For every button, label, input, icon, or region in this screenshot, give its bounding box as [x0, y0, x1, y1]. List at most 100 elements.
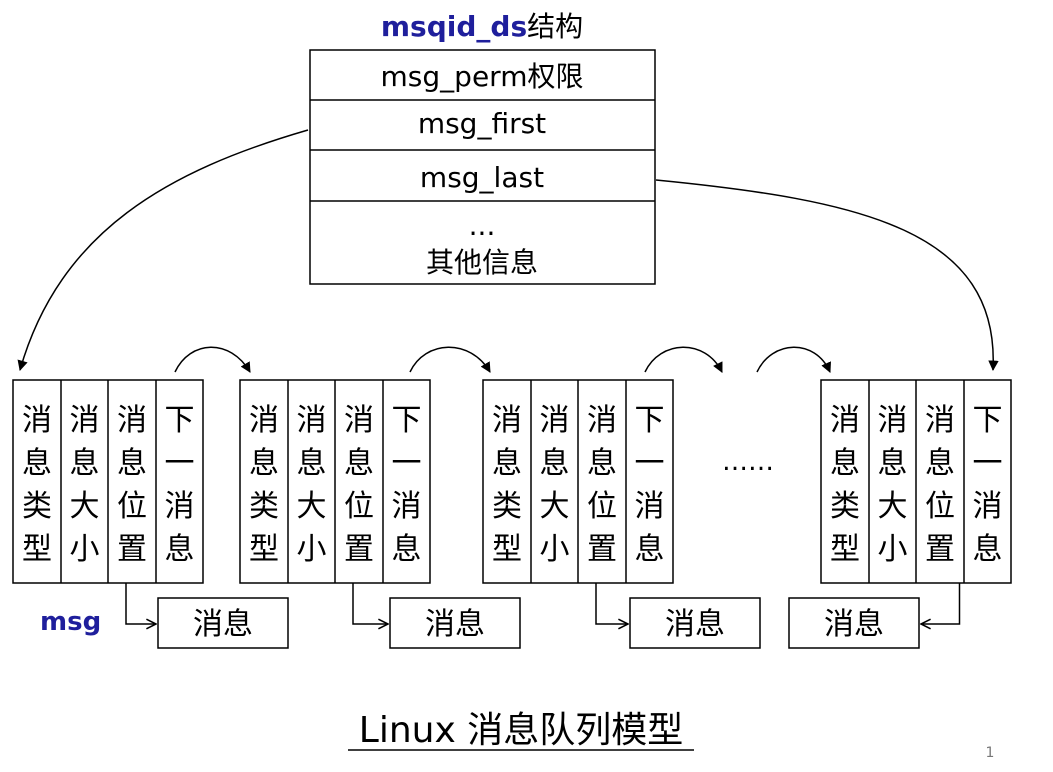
message-field-char: 一 — [392, 446, 422, 481]
message-field-char: 下 — [973, 403, 1003, 438]
message-field-char: 置 — [344, 532, 374, 567]
position-pointer-arrow — [352, 583, 388, 624]
field-msg-last: msg_last — [420, 161, 544, 194]
message-field-char: 下 — [392, 403, 422, 438]
message-field-char: 消 — [392, 489, 422, 524]
message-field-char: 消 — [165, 489, 195, 524]
message-field-char: 消 — [344, 403, 374, 438]
position-pointer-arrow — [125, 583, 156, 624]
message-field-char: 类 — [830, 489, 860, 524]
struct-title-suffix: 结构 — [527, 10, 583, 43]
message-field-char: 息 — [165, 532, 195, 567]
struct-box: msg_perm权限 msg_first msg_last ... 其他信息 — [309, 49, 656, 285]
message-field-char: 消 — [70, 403, 100, 438]
message-field-char: 消 — [249, 403, 279, 438]
field-msg-perm: msg_perm权限 — [381, 60, 584, 93]
position-pointer-arrow — [921, 583, 961, 624]
message-field-char: 息 — [117, 446, 147, 481]
message-field-char: 息 — [344, 446, 374, 481]
message-content-label: 消息 — [425, 607, 485, 642]
msg-first-pointer-arrow — [17, 129, 309, 372]
message-field-char: 位 — [117, 489, 147, 524]
message-field-char: 息 — [540, 446, 570, 481]
next-link-arrow — [644, 346, 723, 373]
page-number: 1 — [986, 745, 995, 761]
message-field-char: 下 — [635, 403, 665, 438]
message-field-char: 息 — [635, 532, 665, 567]
message-field-char: 息 — [830, 446, 860, 481]
node-ellipsis: …… — [722, 447, 774, 477]
struct-title-name: msqid_ds — [381, 10, 527, 43]
message-field-char: 息 — [392, 532, 422, 567]
message-field-char: 息 — [587, 446, 617, 481]
next-link-arrow — [409, 346, 491, 373]
message-field-char: 消 — [830, 403, 860, 438]
message-field-char: 置 — [587, 532, 617, 567]
message-field-char: 类 — [249, 489, 279, 524]
message-field-char: 型 — [249, 532, 279, 567]
message-field-char: 息 — [492, 446, 522, 481]
message-field-char: 息 — [297, 446, 327, 481]
message-field-char: 类 — [492, 489, 522, 524]
message-field-char: 消 — [925, 403, 955, 438]
message-field-char: 一 — [165, 446, 195, 481]
message-field-char: 息 — [22, 446, 52, 481]
field-msg-first: msg_first — [418, 107, 546, 140]
struct-title: msqid_ds结构 — [381, 10, 583, 43]
message-field-char: 位 — [587, 489, 617, 524]
message-field-char: 息 — [70, 446, 100, 481]
message-field-char: 小 — [297, 532, 327, 567]
message-field-char: 息 — [878, 446, 908, 481]
message-field-char: 下 — [165, 403, 195, 438]
message-field-char: 消 — [973, 489, 1003, 524]
message-field-char: 置 — [117, 532, 147, 567]
message-content-label: 消息 — [665, 607, 725, 642]
message-field-char: 大 — [70, 489, 100, 524]
message-field-char: 消 — [297, 403, 327, 438]
struct-box-outline — [309, 49, 656, 285]
message-field-char: 型 — [830, 532, 860, 567]
message-field-char: 息 — [925, 446, 955, 481]
message-field-char: 位 — [344, 489, 374, 524]
message-content-box — [157, 597, 289, 649]
message-field-char: 类 — [22, 489, 52, 524]
message-field-char: 消 — [878, 403, 908, 438]
next-link-arrow — [174, 346, 251, 373]
message-content-label: 消息 — [193, 607, 253, 642]
message-field-char: 消 — [540, 403, 570, 438]
message-field-char: 消 — [117, 403, 147, 438]
field-ellipsis: ... — [469, 209, 496, 242]
field-other-info: 其他信息 — [426, 246, 538, 279]
message-field-char: 息 — [249, 446, 279, 481]
message-field-char: 消 — [492, 403, 522, 438]
message-field-char: 置 — [925, 532, 955, 567]
message-field-char: 大 — [878, 489, 908, 524]
message-content-box — [788, 597, 920, 649]
message-content-label: 消息 — [824, 607, 884, 642]
message-field-char: 小 — [70, 532, 100, 567]
message-content-box — [629, 597, 761, 649]
message-field-char: 小 — [540, 532, 570, 567]
next-link-arrow — [756, 346, 831, 373]
message-field-char: 小 — [878, 532, 908, 567]
message-field-char: 型 — [492, 532, 522, 567]
message-content-box — [389, 597, 521, 649]
message-field-char: 大 — [540, 489, 570, 524]
message-field-char: 一 — [635, 446, 665, 481]
message-field-char: 消 — [587, 403, 617, 438]
message-node-list: 消息类型消息大小消息位置下一消息消息消息类型消息大小消息位置下一消息消息消息类型… — [12, 379, 1012, 649]
msg-label: msg — [40, 607, 101, 637]
message-field-char: 消 — [635, 489, 665, 524]
diagram-caption: Linux 消息队列模型 — [359, 710, 683, 751]
message-field-char: 一 — [973, 446, 1003, 481]
msg-last-pointer-arrow — [655, 179, 999, 372]
message-field-char: 息 — [973, 532, 1003, 567]
message-field-char: 消 — [22, 403, 52, 438]
message-field-char: 大 — [297, 489, 327, 524]
position-pointer-arrow — [595, 583, 628, 624]
